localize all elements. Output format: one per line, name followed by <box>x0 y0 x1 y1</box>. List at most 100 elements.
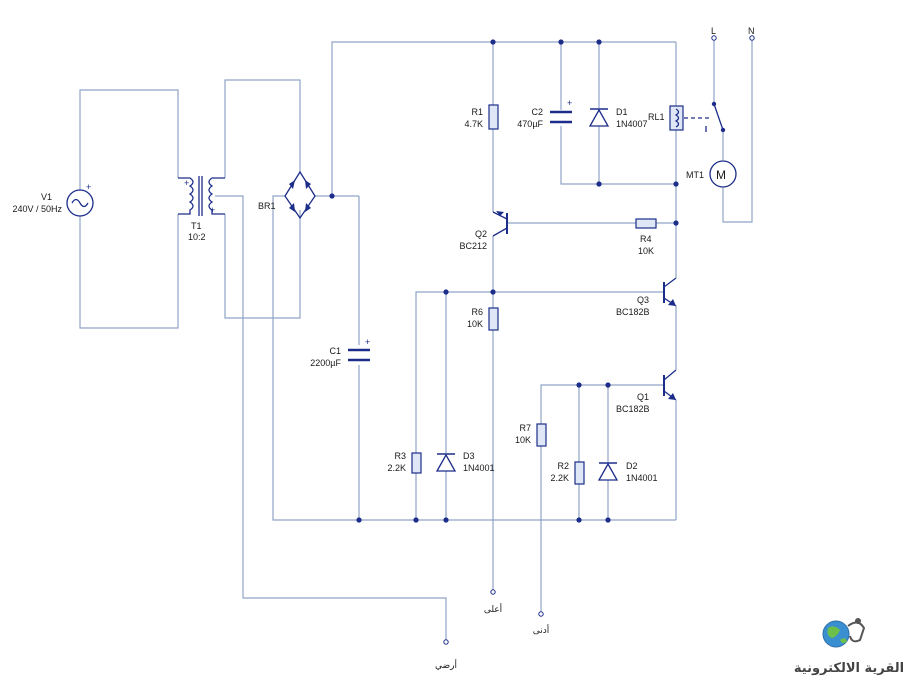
wire-q1-base <box>540 384 664 424</box>
wire-bottom-rail <box>272 195 676 521</box>
wire-top-rail <box>315 41 676 197</box>
junction-dot <box>443 289 449 295</box>
diode-arrow-icon <box>289 180 295 189</box>
wire-primary-bottom <box>79 214 179 329</box>
capacitor-c2: + C2 470µF <box>517 98 572 129</box>
r3-value: 2.2K <box>387 463 406 473</box>
r6-ref: R6 <box>471 307 483 317</box>
wires <box>79 40 753 640</box>
terminal-line <box>711 35 717 41</box>
terminal-line-label: L <box>711 26 716 36</box>
r7-ref: R7 <box>519 423 531 433</box>
t1-value: 10:2 <box>188 232 206 242</box>
capacitor-c1: + C1 2200µF <box>310 337 370 368</box>
terminal-low-probe <box>538 611 544 617</box>
c2-ref: C2 <box>531 107 543 117</box>
resistor-body <box>536 423 547 447</box>
polarity-mark: + <box>365 337 370 347</box>
emitter-arrow-icon <box>668 299 676 306</box>
wire-neutral <box>722 40 753 223</box>
t1-ref: T1 <box>191 221 202 231</box>
resistor-body <box>488 307 499 331</box>
br1-ref: BR1 <box>258 201 276 211</box>
junction-dot <box>576 517 582 523</box>
r4-ref: R4 <box>640 234 652 244</box>
junction-dot <box>329 193 335 199</box>
diode-triangle <box>588 108 610 127</box>
emitter-arrow-icon <box>496 211 504 216</box>
v1-value: 240V / 50Hz <box>12 204 62 214</box>
emitter-arrow-icon <box>668 393 676 400</box>
bridge-diamond <box>284 170 316 220</box>
q1-value: BC182B <box>616 404 650 414</box>
d3-value: 1N4001 <box>463 463 495 473</box>
resistor-r4: R4 10K <box>635 218 657 256</box>
r2-value: 2.2K <box>550 473 569 483</box>
transistor-q3: Q3 BC182B <box>616 270 677 317</box>
c1-value: 2200µF <box>310 358 341 368</box>
primary-coil-icon <box>178 177 194 215</box>
resistor-body <box>635 218 657 229</box>
terminal-ground-probe <box>443 639 449 645</box>
resistor-body <box>574 461 585 485</box>
q1-ref: Q1 <box>637 392 649 402</box>
junction-dot <box>596 39 602 45</box>
r7-value: 10K <box>515 435 531 445</box>
polarity-mark: + <box>567 98 572 108</box>
junction-dot <box>413 517 419 523</box>
relay-coil-icon <box>674 108 680 128</box>
diode-triangle <box>597 462 619 481</box>
v1-ref: V1 <box>41 192 52 202</box>
q3-value: BC182B <box>616 307 650 317</box>
motor-symbol: M <box>716 168 726 182</box>
wire-primary-top <box>79 89 179 178</box>
r3-ref: R3 <box>394 451 406 461</box>
d3-ref: D3 <box>463 451 475 461</box>
r2-ref: R2 <box>557 461 569 471</box>
polarity-mark: + <box>184 178 189 188</box>
polarity-mark: + <box>210 205 215 215</box>
rl1-ref: RL1 <box>648 112 665 122</box>
diode-triangle <box>435 453 457 472</box>
resistor-body <box>411 452 422 474</box>
r1-value: 4.7K <box>464 119 483 129</box>
resistor-r3: R3 2.2K <box>387 451 422 474</box>
d2-value: 1N4001 <box>626 473 658 483</box>
terminal-neutral-label: N <box>748 26 755 36</box>
resistor-r6: R6 10K <box>467 307 499 331</box>
c1-ref: C1 <box>329 346 341 356</box>
junction-dot <box>490 39 496 45</box>
r1-ref: R1 <box>471 107 483 117</box>
resistor-r1: R1 4.7K <box>464 104 499 130</box>
bridge-rectifier-br1: BR1 <box>258 170 316 220</box>
junctions <box>329 39 726 523</box>
site-logo: القرية الالكترونية <box>794 618 904 676</box>
motor-mt1: M MT1 <box>686 160 737 188</box>
r4-value: 10K <box>638 246 654 256</box>
junction-dot <box>605 517 611 523</box>
junction-dot <box>443 517 449 523</box>
diode-arrow-icon <box>305 180 311 189</box>
globe-land <box>827 626 840 638</box>
junction-dot <box>673 220 679 226</box>
wire-c2-bottom <box>560 126 676 185</box>
diode-d2: D2 1N4001 <box>597 461 658 483</box>
high-probe-label: أعلى <box>484 603 502 615</box>
ac-source-v1: + V1 240V / 50Hz <box>12 175 94 222</box>
junction-dot <box>576 382 582 388</box>
resistor-r2: R2 2.2K <box>550 461 585 485</box>
resistor-r7: R7 10K <box>515 423 547 447</box>
logo-text: القرية الالكترونية <box>794 661 904 676</box>
c2-value: 470µF <box>517 119 543 129</box>
d1-value: 1N4007 <box>616 119 648 129</box>
d2-ref: D2 <box>626 461 638 471</box>
junction-dot <box>490 289 496 295</box>
ac-source-icon <box>66 189 94 217</box>
junction-dot <box>558 39 564 45</box>
wire-q3-base <box>415 291 664 453</box>
wire-secondary-top <box>224 79 301 178</box>
relay-rl1: RL1 <box>648 103 724 132</box>
sine-wave-icon <box>71 198 89 208</box>
junction-dot <box>605 382 611 388</box>
secondary-coil-icon <box>208 177 225 215</box>
